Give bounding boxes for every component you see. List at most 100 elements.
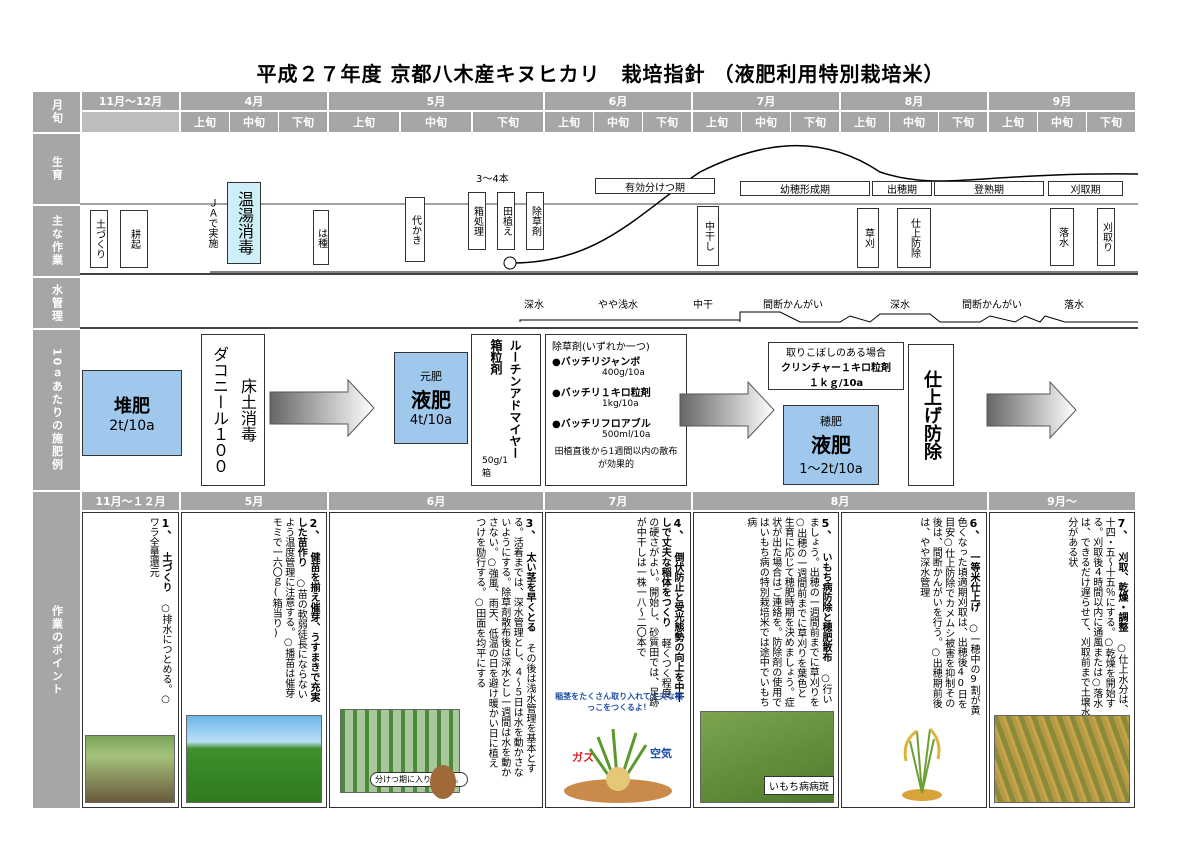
- month-aug: 8月: [841, 92, 987, 110]
- point-col-2: 2、 健苗を揃え催芽、うすまきで充実した苗作り ○苗の軟弱徒長にならないよう温度…: [181, 512, 327, 808]
- herb-2: ●バッチリ１キロ粒剤: [552, 388, 651, 399]
- fert-finish: 仕上げ防除: [908, 344, 954, 486]
- sep-early: 上旬: [989, 112, 1037, 132]
- pts-month-6: 9月～: [989, 492, 1135, 510]
- growth-curve-svg: [80, 144, 1139, 329]
- fert-ear: 穂肥 液肥 1～2t/10a: [783, 405, 879, 485]
- tiller-count: 3～4本: [476, 174, 509, 185]
- stage-heading: 出穂期: [872, 181, 932, 196]
- point-6-body: ○一穂中の9割が黄色くなった頃適期刈取は、出穂後40日を目安○仕上防除でカメムシ…: [917, 517, 979, 715]
- point-col-5: 5、 いもち病防除と穂肥散布 ○行いましょう。出穂の一週間前までに草刈りを○出穂…: [693, 512, 839, 808]
- water-intermittent-1: 間断かんがい: [763, 300, 823, 311]
- fert-box-drug-type: 箱粒剤: [489, 339, 503, 375]
- ripe-rice-photo: [994, 715, 1130, 803]
- fert-ear-small: 穂肥: [820, 415, 842, 428]
- herb-title: 除草剤(いずれか一つ): [552, 342, 650, 353]
- point-1-body: ○排水につとめる。○ワラ全量還元: [147, 517, 171, 705]
- fert-box-drug: ルーチンアドマイヤー 箱粒剤 50g/1箱: [471, 334, 541, 486]
- point-4-text: 4、 倒伏防止と受光態勢の向上を中干しで丈夫な稲体をつくり 軽くつく程度の硬さが…: [633, 517, 684, 707]
- rice-mascot-icon: [430, 765, 456, 799]
- row-label-fert: 10ａあたりの施肥例: [33, 330, 80, 490]
- work-box: 箱処理: [468, 192, 486, 250]
- fert-compost-amount: 2t/10a: [109, 418, 155, 434]
- aug-late: 下旬: [939, 112, 987, 132]
- work-finishing: 仕上防除: [897, 208, 931, 268]
- jul-late: 下旬: [791, 112, 839, 132]
- pts-month-3: 6月: [329, 492, 543, 510]
- point-4-body: 軽くつく程度の硬さがよい。開始し、砂質田では、足跡が中干しは一株一八～二〇本で: [634, 517, 671, 707]
- pts-month-1: 11月～１２月: [82, 492, 179, 510]
- jul-mid: 中旬: [742, 112, 790, 132]
- pts-month-2: 5月: [181, 492, 327, 510]
- fert-base-amount: 4t/10a: [409, 413, 453, 428]
- point-5-num: 5、: [819, 517, 832, 541]
- point-6-bold: 一等米仕上げ: [968, 552, 979, 612]
- point-2-num: 2、: [307, 517, 320, 541]
- fert-bed-label: 床土消毒: [238, 378, 257, 442]
- pts-month-5: 8月: [693, 492, 987, 510]
- pts-month-4: 7月: [545, 492, 691, 510]
- blast-label: いもち病病斑: [764, 776, 834, 795]
- month-apr: 4月: [181, 92, 327, 110]
- air-label: 空気: [650, 747, 672, 760]
- row-label-points: 作業のポイント: [33, 492, 80, 808]
- row-label-months: 月旬: [33, 92, 80, 132]
- fert-compost: 堆肥 2t/10a: [82, 370, 182, 456]
- water-shallow: やや浅水: [598, 300, 638, 311]
- fert-ear-amount: 1～2t/10a: [799, 462, 863, 477]
- stage-ripening: 登熟期: [934, 181, 1044, 196]
- apr-mid: 中旬: [230, 112, 278, 132]
- work-soil: 土づくり: [90, 210, 108, 268]
- point-5-body: ○行いましょう。出穂の一週間前までに草刈りを○出穂の一週間前までに草刈りを葉色と…: [744, 517, 831, 707]
- sep-late: 下旬: [1087, 112, 1135, 132]
- stage-panicle: 幼穂形成期: [740, 181, 870, 196]
- month-jul: 7月: [693, 92, 839, 110]
- may-late: 下旬: [473, 112, 543, 132]
- month-may: 5月: [329, 92, 543, 110]
- water-deep-2: 深水: [890, 300, 910, 311]
- water-deep-1: 深水: [524, 300, 544, 311]
- point-3-text: 3、 太い茎を早くとる その後は浅水管理を基本とする。活着までは、深水管理とし、…: [472, 517, 536, 777]
- apr-late: 下旬: [279, 112, 327, 132]
- work-midseason: 中干し: [697, 206, 719, 266]
- seedling-photo: [186, 715, 322, 803]
- work-plow: 耕起: [120, 210, 148, 268]
- sep-mid: 中旬: [1038, 112, 1086, 132]
- point-4-bold: 倒伏防止と受光態勢の向上を中干しで丈夫な稲体をつくり: [659, 517, 683, 702]
- water-intermittent-2: 間断かんがい: [962, 300, 1022, 311]
- point-2-body: ○苗の軟弱徒長にならないよう温度管理に注意する。○播苗は催芽モミで一六〇ｇ(箱当…: [270, 517, 307, 699]
- point-7-text: 7、 刈取、乾燥・調整 ○仕上水分は、十四・五～十五％にする。○乾燥を開始する。…: [1064, 517, 1128, 717]
- point-1-text: 1、 土づくり ○排水につとめる。○ワラ全量還元: [146, 517, 172, 707]
- point-3-bold: 太い茎を早くとる: [524, 552, 535, 632]
- aug-early: 上旬: [841, 112, 889, 132]
- row-label-work: 主な作業: [33, 206, 80, 276]
- point-col-4: 4、 倒伏防止と受光態勢の向上を中干しで丈夫な稲体をつくり 軽くつく程度の硬さが…: [545, 512, 691, 808]
- work-weed: 草刈: [857, 208, 879, 268]
- jun-late: 下旬: [643, 112, 691, 132]
- fert-box-amount: 50g/1箱: [482, 456, 508, 479]
- work-hot-water: 温湯消毒: [227, 182, 261, 264]
- work-sowing: は種: [313, 210, 329, 265]
- work-transplant: 田植え: [497, 192, 515, 250]
- fert-base: 元肥 液肥 4t/10a: [394, 352, 468, 444]
- arrow-icon-1: [269, 378, 375, 438]
- herb-2-amt: 1kg/10a: [602, 399, 639, 409]
- point-4-num: 4、: [671, 517, 684, 541]
- point-7-body: ○仕上水分は、十四・五～十五％にする。○乾燥を開始する。刈取後４時間以内に通風ま…: [1065, 517, 1127, 717]
- point-5-text: 5、 いもち病防除と穂肥散布 ○行いましょう。出穂の一週間前までに草刈りを○出穂…: [743, 517, 832, 707]
- fert-ear-label: 液肥: [811, 433, 851, 457]
- weed-amount: １ｋｇ/10a: [808, 377, 864, 389]
- arrow-icon-2: [679, 380, 775, 440]
- point-6-text: 6、 一等米仕上げ ○一穂中の9割が黄色くなった頃適期刈取は、出穂後40日を目安…: [916, 517, 980, 717]
- aug-mid: 中旬: [890, 112, 938, 132]
- weed-drug: クリンチャー１キロ粒剤: [781, 362, 891, 374]
- may-mid: 中旬: [401, 112, 471, 132]
- arrow-icon-3: [986, 380, 1077, 440]
- point-col-6: 6、 一等米仕上げ ○一穂中の9割が黄色くなった頃適期刈取は、出穂後40日を目安…: [841, 512, 987, 808]
- point-2-bold: 健苗を揃え催芽、うすまきで充実した苗作り: [295, 517, 319, 702]
- gas-label: ガス: [572, 751, 594, 764]
- point-5-bold: いもち病防除と穂肥散布: [820, 552, 831, 662]
- apr-early: 上旬: [181, 112, 229, 132]
- water-drain: 落水: [1064, 300, 1084, 311]
- weed-cond: 取りこぼしのある場合: [786, 347, 886, 359]
